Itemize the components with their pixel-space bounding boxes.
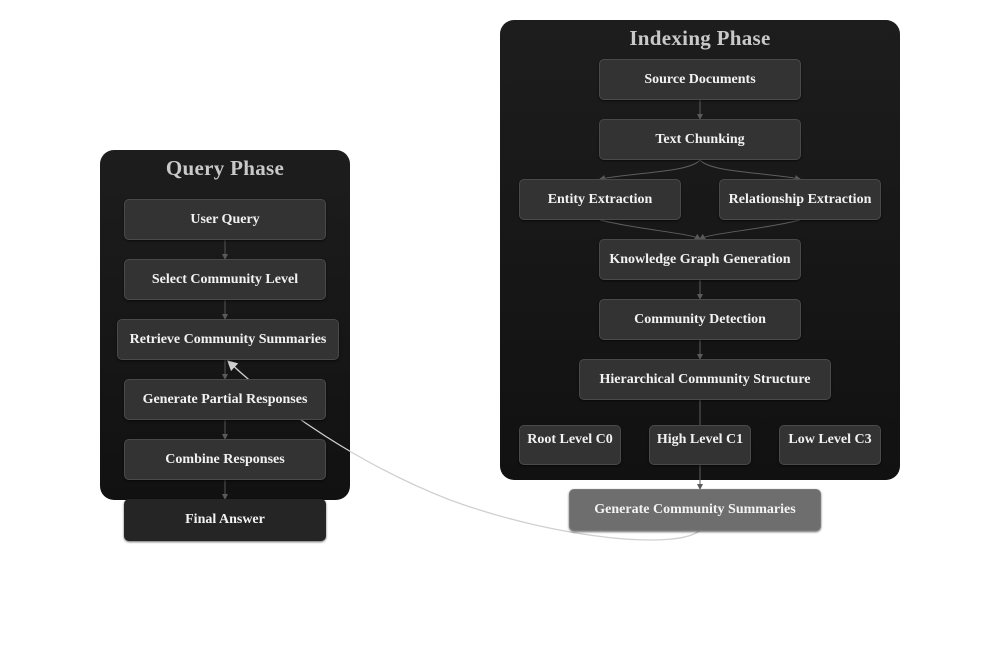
retrieve-community-summaries-node[interactable]: Retrieve Community Summaries [117,319,339,360]
combine-responses-node[interactable]: Combine Responses [124,439,326,480]
low-level-c3-node[interactable]: Low Level C3 [779,425,881,465]
hierarchical-community-structure-node[interactable]: Hierarchical Community Structure [579,359,831,400]
select-community-level-node[interactable]: Select Community Level [124,259,326,300]
high-level-c1-node[interactable]: High Level C1 [649,425,751,465]
generate-community-summaries-node[interactable]: Generate Community Summaries [569,489,821,531]
community-detection-node[interactable]: Community Detection [599,299,801,340]
generate-partial-responses-node[interactable]: Generate Partial Responses [124,379,326,420]
entity-extraction-node[interactable]: Entity Extraction [519,179,681,220]
source-documents-node[interactable]: Source Documents [599,59,801,100]
query-phase-title: Query Phase [165,156,285,180]
user-query-node[interactable]: User Query [124,199,326,240]
knowledge-graph-generation-node[interactable]: Knowledge Graph Generation [599,239,801,280]
root-level-c0-node[interactable]: Root Level C0 [519,425,621,465]
text-chunking-node[interactable]: Text Chunking [599,119,801,160]
final-answer-node[interactable]: Final Answer [124,499,326,541]
indexing-phase-title: Indexing Phase [629,26,771,50]
relationship-extraction-node[interactable]: Relationship Extraction [719,179,881,220]
